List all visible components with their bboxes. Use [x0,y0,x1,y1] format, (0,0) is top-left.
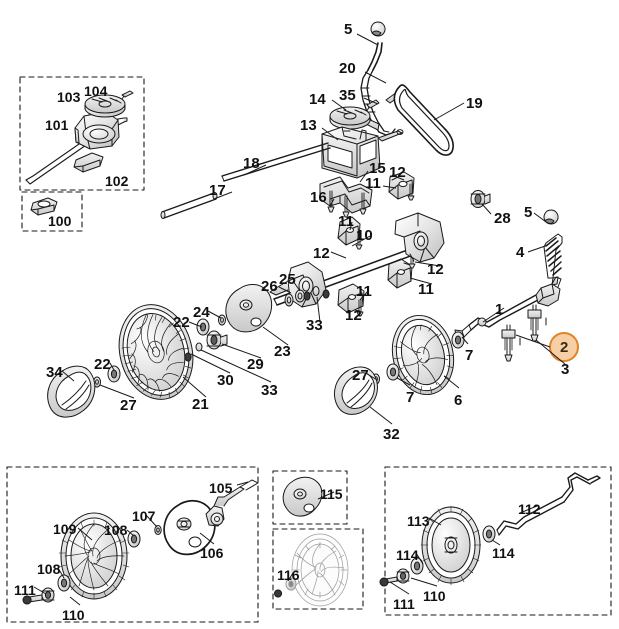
callout-11[interactable]: 11 [356,283,372,300]
callout-103[interactable]: 103 [57,89,81,105]
callout-32[interactable]: 32 [383,426,400,443]
callout-16[interactable]: 16 [310,189,327,206]
callout-101[interactable]: 101 [45,117,69,133]
callout-4[interactable]: 4 [516,244,525,261]
callout-27[interactable]: 27 [352,367,369,384]
callout-19[interactable]: 19 [466,95,483,112]
callout-25[interactable]: 25 [279,271,296,288]
callout-7[interactable]: 7 [465,347,474,364]
callout-108[interactable]: 108 [37,561,61,577]
callout-13[interactable]: 13 [300,117,317,134]
callout-107[interactable]: 107 [132,508,156,524]
callout-105[interactable]: 105 [209,480,233,496]
callout-110[interactable]: 110 [62,607,85,623]
callout-18[interactable]: 18 [243,155,260,172]
callout-12[interactable]: 12 [389,164,406,181]
callout-114[interactable]: 114 [492,545,515,561]
callout-111[interactable]: 111 [14,582,36,598]
callout-28[interactable]: 28 [494,210,511,227]
callout-110[interactable]: 110 [423,588,446,604]
callout-100[interactable]: 100 [48,213,72,229]
callout-3[interactable]: 3 [561,361,570,378]
callout-22[interactable]: 22 [94,356,111,373]
callout-30[interactable]: 30 [217,372,234,389]
callout-6[interactable]: 6 [454,392,463,409]
callout-106[interactable]: 106 [200,545,224,561]
callout-22[interactable]: 22 [173,314,190,331]
callout-35[interactable]: 35 [339,87,356,104]
callout-17[interactable]: 17 [209,182,226,199]
callout-34[interactable]: 34 [46,364,63,381]
callout-115[interactable]: 115 [320,486,343,502]
highlight-number-label: 2 [560,339,569,356]
callout-11[interactable]: 11 [365,175,381,192]
callout-11[interactable]: 11 [338,213,354,230]
callout-15[interactable]: 15 [369,160,386,177]
callout-116[interactable]: 116 [277,567,300,583]
callout-14[interactable]: 14 [309,91,326,108]
callout-5[interactable]: 5 [524,204,533,221]
callout-11[interactable]: 11 [418,281,434,298]
callout-27[interactable]: 27 [120,397,137,414]
callout-1[interactable]: 1 [495,301,504,318]
callout-102[interactable]: 102 [105,173,129,189]
callout-12[interactable]: 12 [313,245,330,262]
callout-26[interactable]: 26 [261,278,278,295]
callout-20[interactable]: 20 [339,60,356,77]
callout-21[interactable]: 21 [192,396,209,413]
callout-104[interactable]: 104 [84,83,108,99]
callout-33[interactable]: 33 [306,317,323,334]
callout-111[interactable]: 111 [393,596,415,612]
callout-113[interactable]: 113 [407,513,430,529]
callout-5[interactable]: 5 [344,21,353,38]
callout-12[interactable]: 12 [345,307,362,324]
callout-10[interactable]: 10 [356,227,373,244]
callout-109[interactable]: 109 [53,521,77,537]
callout-12[interactable]: 12 [427,261,444,278]
callout-33[interactable]: 33 [261,382,278,399]
callout-29[interactable]: 29 [247,356,264,373]
callout-114[interactable]: 114 [396,547,419,563]
callout-23[interactable]: 23 [274,343,291,360]
callout-112[interactable]: 112 [518,501,541,517]
callout-7[interactable]: 7 [406,389,415,406]
callout-24[interactable]: 24 [193,304,210,321]
callout-108[interactable]: 108 [104,522,128,538]
